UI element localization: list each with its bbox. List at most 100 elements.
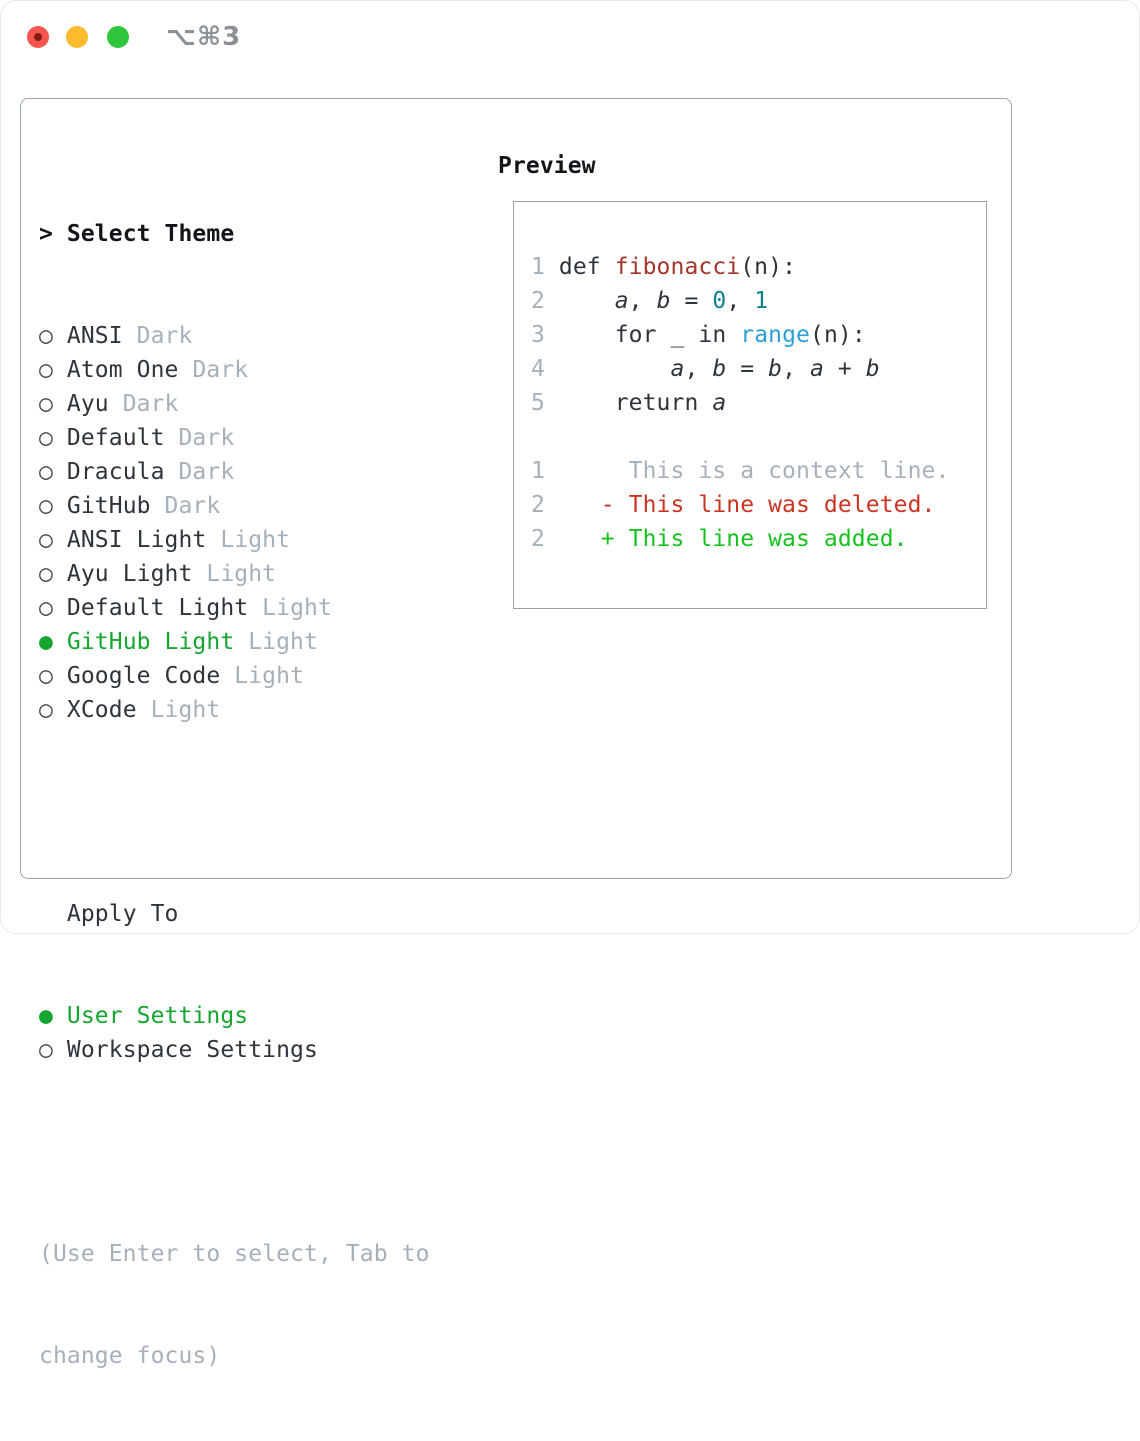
apply-to-label: Apply To	[66, 901, 179, 927]
code-token-pl	[559, 390, 615, 416]
theme-option[interactable]: ○ Dracula Dark	[39, 455, 430, 489]
apply-to-option-label: Workspace Settings	[52, 1037, 318, 1063]
code-line	[531, 420, 986, 454]
radio-icon: ○	[39, 561, 53, 587]
minimize-window-icon[interactable]	[66, 26, 88, 48]
radio-icon: ○	[39, 697, 53, 723]
code-token-add: + This line was added.	[558, 526, 908, 552]
theme-option[interactable]: ● GitHub Light Light	[39, 625, 430, 659]
code-line: 2 a, b = 0, 1	[531, 284, 986, 318]
radio-selected-icon: ●	[39, 629, 53, 655]
theme-variant-badge: Light	[150, 697, 221, 723]
code-token-pl: +	[823, 356, 866, 382]
code-token-vr: b	[656, 288, 671, 314]
apply-to-header: Apply To	[39, 897, 430, 931]
theme-option[interactable]: ○ Default Light Light	[39, 591, 430, 625]
code-token-pl	[559, 288, 615, 314]
code-token-pl: =	[670, 288, 713, 314]
help-text-line-1: (Use Enter to select, Tab to	[39, 1241, 430, 1267]
code-token-pl: ,	[782, 356, 810, 382]
radio-icon: ○	[39, 459, 53, 485]
theme-option[interactable]: ○ Default Dark	[39, 421, 430, 455]
line-number: 1	[531, 458, 559, 484]
theme-name: Ayu	[52, 391, 123, 417]
line-number: 3	[531, 322, 559, 348]
code-token-nm: 1	[754, 288, 769, 314]
theme-variant-badge: Light	[206, 561, 277, 587]
line-number	[531, 424, 545, 450]
preview-title: Preview	[498, 153, 596, 179]
theme-option[interactable]: ○ Ayu Light Light	[39, 557, 430, 591]
theme-variant-badge: Dark	[136, 323, 193, 349]
code-token-kw: for	[614, 322, 657, 348]
theme-option[interactable]: ○ ANSI Light Light	[39, 523, 430, 557]
close-window-icon[interactable]	[27, 26, 49, 48]
help-text-line-2: change focus)	[39, 1343, 221, 1369]
theme-option[interactable]: ○ XCode Light	[39, 693, 430, 727]
window-title: ⌥⌘3	[166, 22, 242, 52]
code-token-vr: a	[810, 356, 824, 382]
radio-icon: ○	[39, 323, 53, 349]
code-token-pl: (n):	[810, 322, 866, 348]
code-token-pl: ,	[684, 356, 713, 382]
code-token-kw: return	[614, 390, 713, 416]
code-token-vr: b	[865, 356, 880, 382]
code-token-vr: a	[670, 356, 685, 382]
line-number: 2	[531, 492, 559, 518]
code-token-pl: (n):	[740, 254, 797, 280]
apply-to-option[interactable]: ○ Workspace Settings	[39, 1033, 430, 1067]
radio-selected-icon: ●	[39, 1003, 53, 1029]
theme-name: Ayu Light	[52, 561, 207, 587]
code-token-ctx: This is a context line.	[558, 458, 950, 484]
radio-icon: ○	[39, 493, 53, 519]
radio-icon: ○	[39, 663, 53, 689]
code-line: 1 def fibonacci(n):	[531, 250, 986, 284]
line-number: 2	[531, 526, 559, 552]
radio-icon: ○	[39, 357, 53, 383]
caret-icon: >	[39, 221, 53, 247]
theme-option[interactable]: ○ Atom One Dark	[39, 353, 430, 387]
code-token-pl	[726, 322, 740, 348]
zoom-window-icon[interactable]	[107, 26, 129, 48]
theme-option[interactable]: ○ Ayu Dark	[39, 387, 430, 421]
theme-name: ANSI Light	[52, 527, 221, 553]
select-theme-header-label: Select Theme	[66, 221, 235, 247]
code-token-bi: range	[740, 322, 810, 348]
code-token-kw: in	[698, 322, 727, 348]
theme-variant-badge: Dark	[192, 357, 249, 383]
theme-name: Google Code	[52, 663, 235, 689]
theme-name: XCode	[52, 697, 151, 723]
theme-name: GitHub	[52, 493, 165, 519]
theme-option[interactable]: ○ Google Code Light	[39, 659, 430, 693]
theme-variant-badge: Light	[234, 663, 305, 689]
code-token-kw: def	[558, 254, 615, 280]
code-token-pl: =	[726, 356, 769, 382]
theme-option[interactable]: ○ ANSI Dark	[39, 319, 430, 353]
code-token-pl: ,	[726, 288, 755, 314]
spacer-row	[39, 795, 430, 829]
apply-to-options: ● User Settings○ Workspace Settings	[39, 999, 430, 1067]
code-token-fn: fibonacci	[614, 254, 741, 280]
theme-name: Default Light	[52, 595, 263, 621]
apply-to-option[interactable]: ● User Settings	[39, 999, 430, 1033]
theme-name: Dracula	[52, 459, 179, 485]
theme-list: ○ ANSI Dark○ Atom One Dark○ Ayu Dark○ De…	[39, 319, 430, 727]
theme-variant-badge: Dark	[122, 391, 179, 417]
radio-icon: ○	[39, 1037, 53, 1063]
theme-variant-badge: Light	[220, 527, 291, 553]
spacer-row	[39, 1135, 430, 1169]
theme-option[interactable]: ○ GitHub Dark	[39, 489, 430, 523]
theme-name: Default	[52, 425, 179, 451]
code-token-pl	[559, 322, 615, 348]
theme-variant-badge: Light	[248, 629, 318, 655]
code-line: 5 return a	[531, 386, 986, 420]
code-line: 1 This is a context line.	[531, 454, 986, 488]
theme-name: ANSI	[52, 323, 137, 349]
titlebar: ⌥⌘3	[0, 0, 1140, 75]
radio-icon: ○	[39, 595, 53, 621]
theme-name: GitHub Light	[52, 629, 249, 655]
apply-to-option-label: User Settings	[52, 1003, 249, 1029]
line-number: 2	[531, 288, 559, 314]
